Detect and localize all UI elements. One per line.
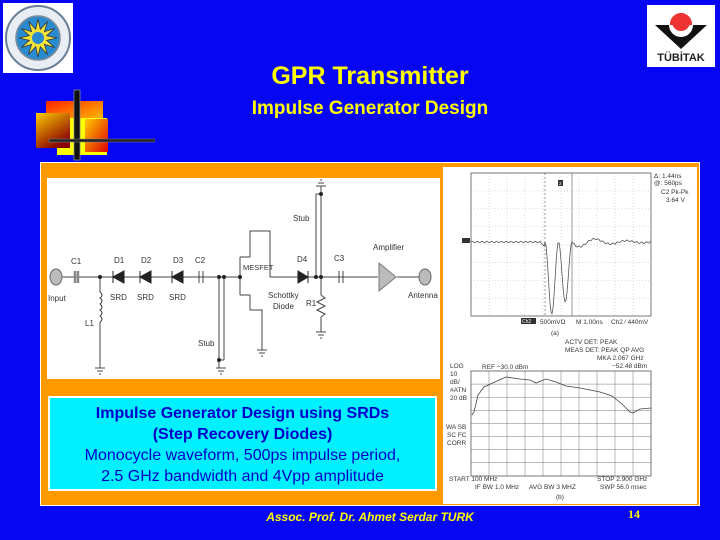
label-srd-2: SRD [137,293,154,302]
spectrum-avgbw: AVG BW 3 MHZ [529,484,576,491]
spectrum-mka-level: −52.48 dBm [612,363,647,370]
description-box: Impulse Generator Design using SRDs (Ste… [48,396,437,491]
tubitak-logo: TÜBİTAK [647,5,715,67]
label-d3: D3 [173,256,184,265]
spectrum-atn: #ATN [450,387,466,394]
label-c2: C2 [195,256,206,265]
label-mesfet: MESFET [243,263,274,272]
label-c1: C1 [71,257,82,266]
label-stub-top: Stub [293,214,310,223]
slide-title: GPR Transmitter [271,62,469,90]
spectrum-mka: MKA 2.067 GHz [597,355,644,362]
page-number: 14 [628,507,640,521]
spectrum-corr: CORR [447,440,466,447]
scope-caption: (a) [551,330,559,337]
description-text-1: Monocycle waveform, 500ps impulse period… [84,447,401,464]
label-r1: R1 [306,299,317,308]
spectrum-actv-det: ACTV DET: PEAK [565,339,618,346]
label-antenna: Antenna [408,291,438,300]
label-d4: D4 [297,255,308,264]
description-heading: Impulse Generator Design using SRDs [95,405,390,422]
spectrum-swp: SWP 56.0 msec [600,484,647,491]
label-srd-1: SRD [110,293,127,302]
scope-channel: Ch2 [522,319,531,325]
circuit-diagram: Input C1 L1 D1 D2 D3 SRD SRD SRD C2 Stub… [47,178,440,379]
spectrum-atn-value: 20 dB [450,395,467,402]
label-c3: C3 [334,254,345,263]
label-schottky: Schottky [268,291,299,300]
spectrum-ten: 10 [450,371,458,378]
label-d2: D2 [141,256,152,265]
spectrum-ifbw: IF BW 1.0 MHz [475,484,519,491]
spectrum-sc: SC FC [447,432,467,439]
spectrum-ref: REF −30.0 dBm [482,364,528,371]
description-subheading: (Step Recovery Diodes) [152,426,333,443]
scope-trigger: Ch2 ⁄ 440mV [611,319,649,326]
description-text-2: 2.5 GHz bandwidth and 4Vpp amplitude [101,468,384,485]
scope-pkpk-value: 3.64 V [666,197,685,204]
spectrum-meas-det: MEAS DET: PEAK QP AVG [565,347,644,354]
measurement-figure: 2 Δ: 1.44ns @: 560ps C2 Pk-Pk 3.64 V Ch2… [443,167,697,504]
scope-at: @: 560ps [654,180,683,187]
slide-subtitle: Impulse Generator Design [251,98,489,119]
footer-author: Assoc. Prof. Dr. Ahmet Serdar TURK [266,510,474,524]
spectrum-caption: (b) [556,494,564,501]
scope-pkpk-label: C2 Pk-Pk [661,189,689,196]
scope-timebase: M 1.00ns [576,319,603,326]
university-seal-logo [3,3,73,73]
label-diode: Diode [273,302,294,311]
scope-delta: Δ: 1.44ns [654,173,682,180]
spectrum-stop: STOP 2.900 GHz [597,476,647,483]
label-d1: D1 [114,256,125,265]
spectrum-wa: WA SB [446,424,466,431]
label-srd-3: SRD [169,293,186,302]
decorative-squares [35,88,156,163]
scope-scale: 500mVΩ [540,319,566,326]
spectrum-dbdiv: dB/ [450,379,460,386]
spectrum-log: LOG [450,363,464,370]
label-stub-bottom: Stub [198,339,215,348]
label-input: Input [48,294,67,303]
label-amplifier: Amplifier [373,243,404,252]
svg-text:TÜBİTAK: TÜBİTAK [657,51,705,64]
scope-marker: 2 [559,181,562,186]
label-l1: L1 [85,319,94,328]
spectrum-start: START 100 MHz [449,476,497,483]
